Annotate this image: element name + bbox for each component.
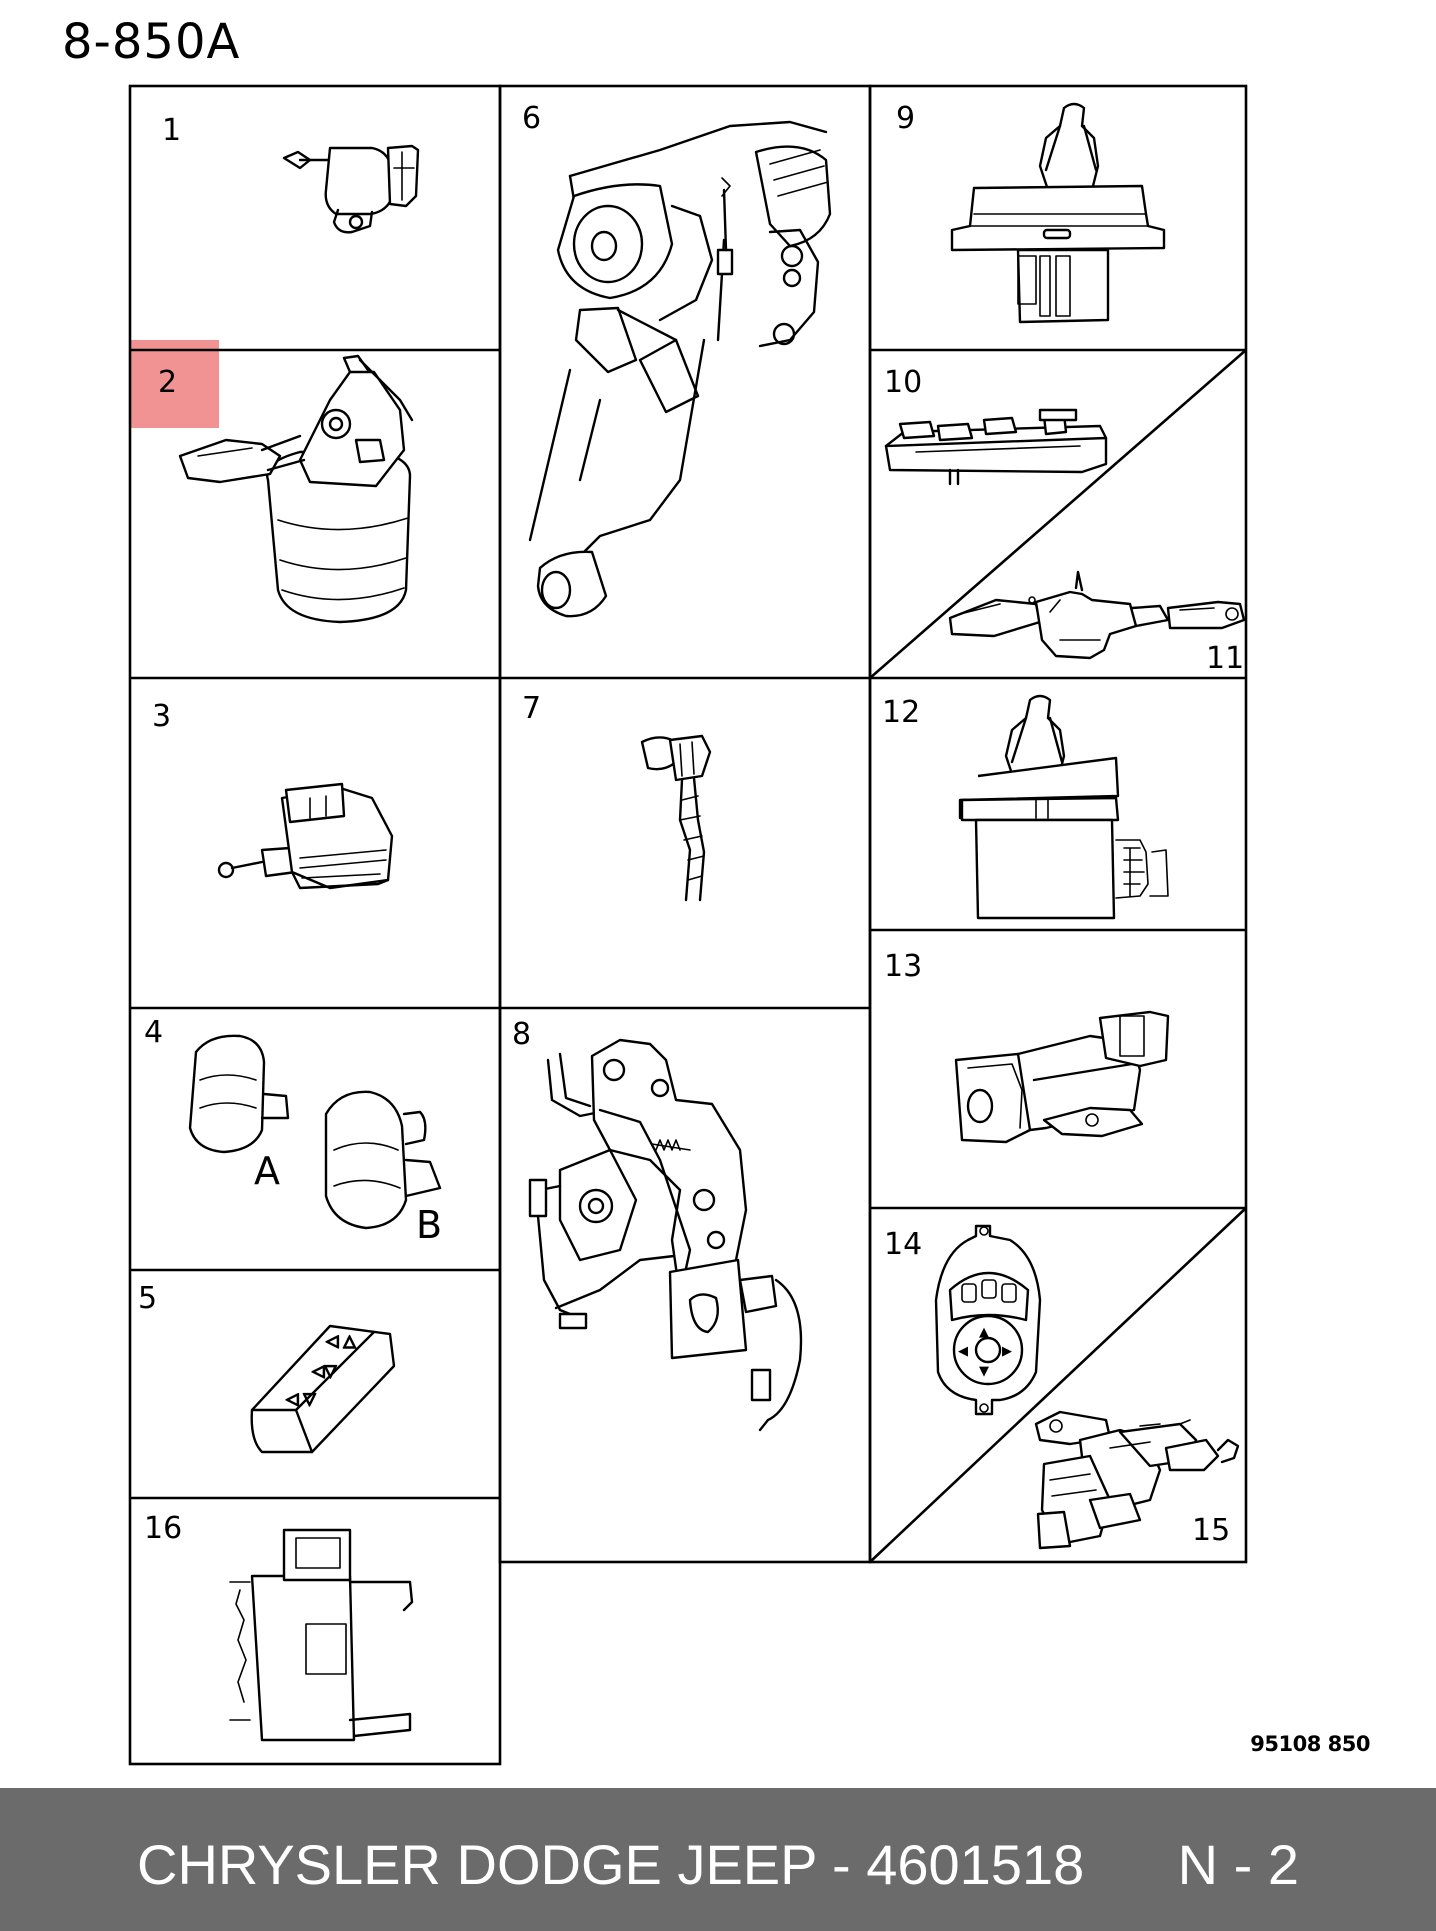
- part-1-drawing: [282, 144, 420, 234]
- part-11-drawing: [948, 570, 1246, 660]
- part-16-drawing: [229, 1528, 414, 1742]
- svg-text:▼: ▼: [979, 1364, 989, 1379]
- part-9-drawing: [950, 102, 1166, 324]
- part-5-drawing: ◁ △ ◁▽ ◁ ▽: [250, 1324, 396, 1454]
- part-14-drawing: ▲ ▼ ◀ ▶: [934, 1224, 1042, 1416]
- drawing-code: 95108 850: [1250, 1732, 1370, 1756]
- part-13-drawing: [954, 1010, 1170, 1144]
- callout-6: 6: [522, 101, 541, 136]
- callout-15: 15: [1192, 1513, 1230, 1548]
- variant-label-a: A: [254, 1149, 280, 1193]
- svg-text:◁ △: ◁ △: [325, 1331, 356, 1350]
- part-2-drawing: [178, 354, 414, 624]
- part-10-drawing: [884, 408, 1108, 486]
- svg-text:◀: ◀: [958, 1344, 968, 1359]
- callout-11: 11: [1206, 641, 1244, 676]
- footer-bar: [0, 1788, 1436, 1931]
- part-6-drawing: [528, 120, 832, 618]
- part-15-drawing: [1034, 1410, 1240, 1550]
- part-7-drawing: [640, 734, 712, 902]
- callout-4: 4: [144, 1015, 163, 1050]
- callout-5: 5: [138, 1281, 157, 1316]
- callout-3: 3: [152, 699, 171, 734]
- parts-diagram: 1 2 3 4 5 16 6 7 8 9 10 11 12 13 14 15 A…: [128, 84, 1248, 1766]
- callout-8: 8: [512, 1017, 531, 1052]
- callout-2: 2: [158, 365, 177, 400]
- part-8-drawing: [528, 1038, 803, 1432]
- svg-text:▲: ▲: [979, 1325, 989, 1340]
- diagram-title: 8-850A: [62, 14, 241, 70]
- svg-text:◁▽: ◁▽: [311, 1361, 337, 1380]
- svg-text:▶: ▶: [1002, 1344, 1012, 1359]
- callout-10: 10: [884, 365, 922, 400]
- callout-16: 16: [144, 1511, 182, 1546]
- part-4-drawing: [188, 1034, 442, 1230]
- highlight-part-2: [129, 340, 219, 428]
- grid-frame: [128, 84, 1248, 1766]
- variant-label-b: B: [416, 1203, 442, 1247]
- callout-12: 12: [882, 695, 920, 730]
- callout-7: 7: [522, 691, 541, 726]
- callout-9: 9: [896, 101, 915, 136]
- footer-part-info: CHRYSLER DODGE JEEP - 4601518 N - 2: [137, 1833, 1299, 1896]
- part-3-drawing: [217, 782, 394, 890]
- callout-1: 1: [162, 113, 181, 148]
- part-12-drawing: [958, 694, 1169, 920]
- callout-13: 13: [884, 949, 922, 984]
- svg-text:◁ ▽: ◁ ▽: [285, 1389, 316, 1408]
- callout-14: 14: [884, 1227, 922, 1262]
